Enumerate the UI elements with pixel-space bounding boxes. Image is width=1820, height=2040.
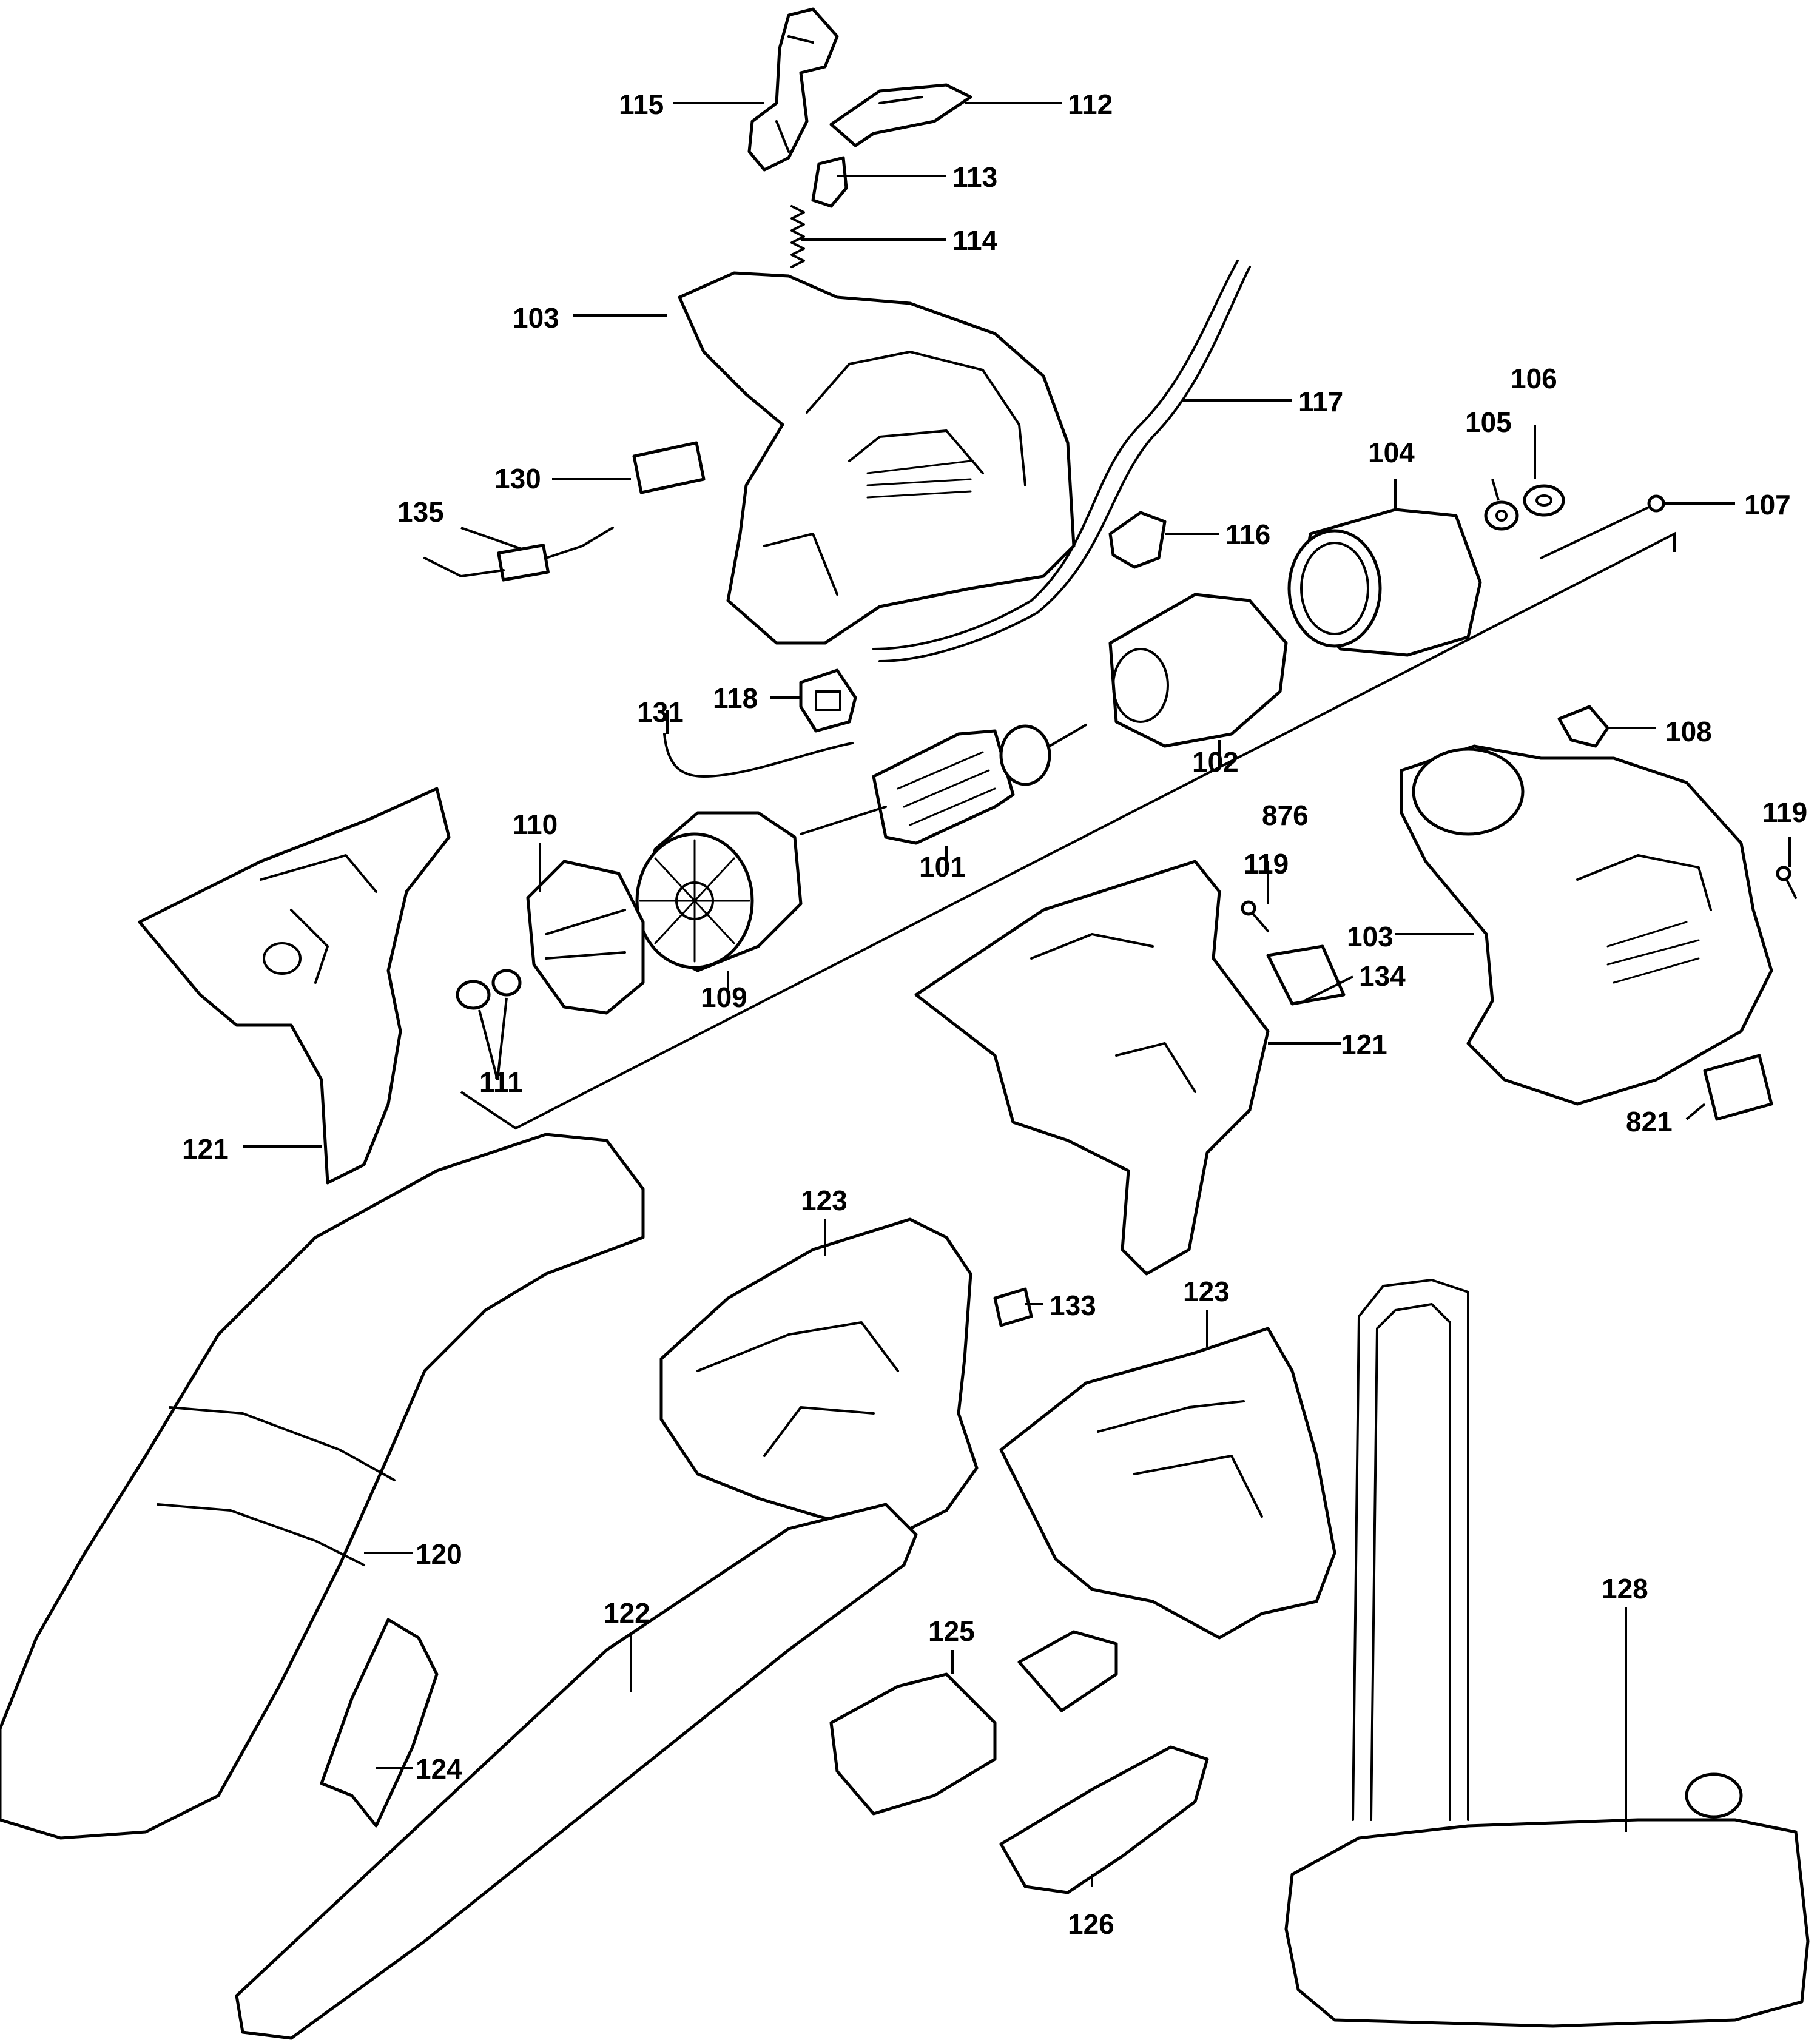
label-113: 113 [952, 161, 997, 193]
label-105: 105 [1465, 406, 1512, 438]
label-104: 104 [1368, 437, 1415, 468]
label-128: 128 [1602, 1573, 1648, 1604]
label-119-right: 119 [1762, 796, 1807, 828]
part-114-spring [790, 205, 805, 268]
label-130: 130 [494, 463, 541, 494]
part-118-switch [799, 668, 857, 733]
part-134-label [1266, 944, 1346, 1006]
label-121-mid: 121 [1341, 1029, 1387, 1060]
label-111: 111 [479, 1066, 523, 1098]
part-115-trigger [747, 7, 839, 172]
label-133: 133 [1050, 1290, 1096, 1321]
label-103-right: 103 [1347, 921, 1394, 952]
label-118: 118 [713, 682, 758, 714]
part-123-housing-b [999, 1327, 1336, 1640]
label-122: 122 [604, 1597, 650, 1629]
label-112: 112 [1068, 89, 1113, 120]
part-112-switch-cover [829, 83, 972, 147]
part-106-washer [1523, 484, 1565, 517]
part-126-clip [999, 1745, 1209, 1894]
leader-lines [243, 102, 1791, 1887]
label-119-mid: 119 [1244, 848, 1289, 880]
label-134: 134 [1359, 960, 1406, 992]
part-123-housing-a [659, 1217, 979, 1537]
bracket-876 [460, 531, 1676, 1130]
part-109-fan-housing [635, 811, 803, 972]
part-117-power-cord [872, 260, 1251, 662]
part-121-nozzle-middle [914, 860, 1270, 1276]
part-113-clip [811, 156, 848, 208]
label-114: 114 [952, 224, 998, 256]
part-122-tube [235, 1503, 918, 2040]
part-110-fan [526, 860, 645, 1015]
label-108: 108 [1665, 716, 1712, 747]
part-120-tube [0, 1133, 645, 1840]
part-135-capacitor [423, 527, 614, 582]
part-labels: 115 112 113 114 103 117 106 105 104 130 … [182, 89, 1807, 1940]
label-126: 126 [1068, 1908, 1114, 1940]
label-115: 115 [619, 89, 664, 120]
part-119-screw-a [1241, 900, 1269, 932]
label-110: 110 [513, 809, 558, 840]
label-123-right: 123 [1183, 1276, 1230, 1307]
part-103-housing-left [678, 271, 1076, 645]
label-125: 125 [928, 1615, 975, 1647]
label-876: 876 [1262, 800, 1309, 831]
part-131-wire [663, 733, 854, 778]
part-105-nut [1484, 500, 1519, 531]
part-108-clip [1557, 705, 1609, 748]
part-130-label [632, 441, 706, 494]
part-101-armature [800, 724, 1087, 845]
part-821-label [1703, 1054, 1773, 1121]
part-116-brush-holder [1108, 511, 1167, 569]
part-102-stator [1108, 593, 1288, 748]
part-103-housing-right [1400, 744, 1773, 1106]
part-104-end-cap [1287, 508, 1482, 657]
label-124: 124 [416, 1753, 462, 1785]
label-120: 120 [416, 1538, 462, 1570]
label-123-left: 123 [801, 1185, 848, 1216]
label-131: 131 [637, 696, 684, 728]
part-107-screw [1540, 494, 1665, 559]
label-101: 101 [919, 851, 966, 883]
part-111-nuts [456, 969, 522, 1010]
label-107: 107 [1744, 489, 1791, 520]
label-106: 106 [1511, 363, 1557, 394]
part-124-sleeve [320, 1618, 439, 1828]
part-121-nozzle-left [138, 787, 451, 1185]
label-135: 135 [397, 496, 444, 528]
part-125-clip [829, 1630, 1118, 1816]
label-116: 116 [1225, 519, 1270, 550]
part-119-screw-b [1776, 866, 1797, 899]
label-102: 102 [1192, 746, 1239, 778]
label-103-top: 103 [513, 302, 559, 334]
part-133-label [993, 1287, 1033, 1327]
label-821: 821 [1626, 1106, 1673, 1137]
part-128-collection-bag [1284, 1279, 1810, 2028]
label-109: 109 [701, 981, 747, 1013]
label-121-left: 121 [182, 1133, 229, 1165]
label-117: 117 [1298, 386, 1343, 417]
